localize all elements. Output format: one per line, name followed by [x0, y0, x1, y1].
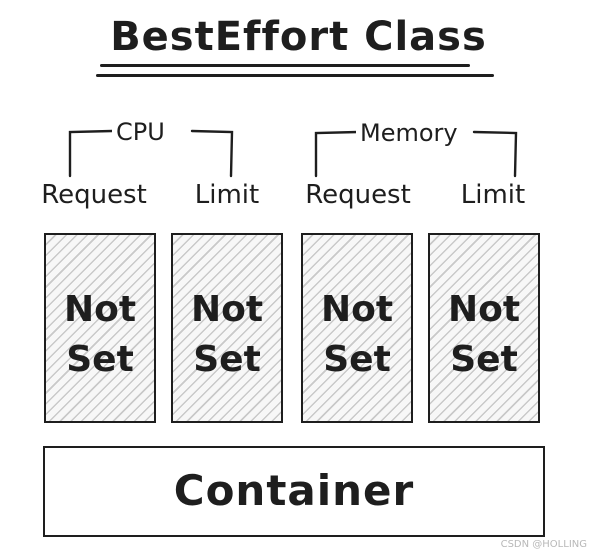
cpu-limit-label: Limit [194, 180, 260, 210]
memory-group-label: Memory [356, 119, 462, 147]
memory-limit-value: Not Set [447, 289, 521, 380]
title-underline [100, 64, 470, 67]
memory-request-label: Request [305, 180, 411, 210]
memory-request-box: Not Set [301, 233, 413, 423]
cpu-group-label: CPU [112, 118, 169, 146]
container-label: Container [173, 466, 415, 515]
memory-limit-label: Limit [460, 180, 526, 210]
cpu-request-value: Not Set [63, 289, 137, 380]
container-box: Container [43, 446, 545, 537]
watermark: CSDN @HOLLING [500, 539, 587, 550]
memory-limit-box: Not Set [428, 233, 540, 423]
title-underline-second [96, 74, 494, 77]
cpu-limit-box: Not Set [171, 233, 283, 423]
memory-request-value: Not Set [320, 289, 394, 380]
cpu-request-label: Request [41, 180, 147, 210]
diagram-title: BestEffort Class [110, 14, 487, 60]
cpu-limit-value: Not Set [190, 289, 264, 380]
cpu-request-box: Not Set [44, 233, 156, 423]
